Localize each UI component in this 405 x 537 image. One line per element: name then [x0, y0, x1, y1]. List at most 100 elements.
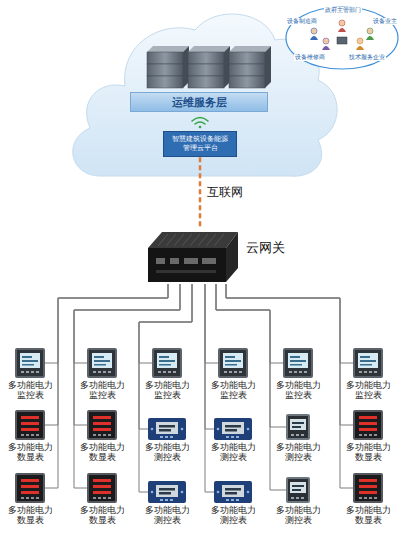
meter-part: [223, 353, 243, 368]
meter-label: 多功能电力 数显表: [77, 506, 127, 526]
meter-label: 多功能电力 测控表: [208, 443, 258, 463]
meter-part: [290, 482, 306, 493]
meter-part: [148, 418, 186, 440]
bus-wire: [45, 284, 168, 425]
person-head: [367, 28, 373, 34]
meter-part: [159, 488, 175, 491]
meter-part: [36, 497, 39, 499]
link-label: 互联网: [206, 185, 244, 199]
meter-part: [89, 350, 115, 376]
meter-part: [225, 360, 241, 362]
meter-part: [31, 434, 34, 436]
meter-drawing: [15, 410, 45, 440]
meter-part: [31, 497, 34, 499]
gateway-port: [156, 258, 165, 264]
server-top: [188, 46, 230, 52]
meter-device: 多功能电力 测控表: [148, 481, 186, 503]
meter-part: [15, 410, 45, 440]
meter-part: [236, 436, 239, 438]
meter-part: [359, 434, 362, 436]
meter-part: [163, 371, 166, 373]
meter-part: [247, 428, 250, 431]
person-body: [366, 36, 374, 40]
meter-part: [159, 356, 169, 358]
meter-device: 多功能电力 数显表: [87, 410, 117, 440]
meter-part: [103, 371, 106, 373]
meter-label: 多功能电力 监控表: [77, 381, 127, 401]
meter-drawing: [218, 348, 248, 378]
meter-part: [296, 434, 299, 436]
server-unit: [188, 64, 224, 76]
meter-part: [93, 497, 96, 499]
wifi-arc: [192, 118, 208, 122]
meter-part: [291, 497, 294, 499]
meter-part: [93, 479, 111, 482]
meter-part: [156, 485, 178, 497]
meter-device: 多功能电力 数显表: [87, 473, 117, 503]
meter-device: 多功能电力 监控表: [87, 348, 117, 378]
gateway-port: [170, 258, 179, 264]
server-unit: [229, 76, 265, 88]
meter-part: [289, 371, 292, 373]
meter-part: [229, 371, 232, 373]
meter-part: [220, 350, 246, 376]
meter-part: [360, 364, 372, 366]
meter-part: [369, 434, 372, 436]
meter-part: [159, 429, 171, 432]
role-label: 政府主管部门: [324, 7, 362, 14]
role-label: 设备维修商: [294, 54, 326, 61]
meter-drawing: [148, 418, 186, 440]
meter-part: [290, 419, 306, 430]
bus-wire: [74, 284, 180, 425]
meter-part: [222, 485, 244, 497]
meter-part: [21, 485, 39, 488]
meter-part: [21, 491, 39, 494]
meter-part: [93, 422, 111, 425]
server-unit: [229, 52, 265, 64]
server-unit: [188, 76, 224, 88]
gateway-port: [184, 258, 198, 264]
meter-part: [21, 434, 24, 436]
meter-part: [92, 353, 112, 368]
gateway-fin: [166, 234, 176, 246]
meter-label: 多功能电力 监控表: [208, 381, 258, 401]
meter-part: [292, 485, 304, 487]
meter-part: [359, 371, 362, 373]
meter-part: [353, 410, 383, 440]
meter-part: [353, 348, 383, 378]
person-body: [356, 46, 364, 50]
meter-label: 多功能电力 监控表: [273, 381, 323, 401]
meter-part: [286, 414, 310, 440]
meter-part: [359, 428, 377, 431]
meter-part: [160, 436, 163, 438]
meter-part: [26, 434, 29, 436]
server-unit: [229, 64, 265, 76]
meter-part: [21, 422, 39, 425]
meter-part: [159, 492, 171, 495]
meter-part: [108, 434, 111, 436]
meter-part: [36, 434, 39, 436]
person-head: [339, 20, 345, 26]
band-title: 运维服务层: [172, 95, 227, 110]
meter-part: [21, 371, 24, 373]
meter-device: 多功能电力 监控表: [218, 348, 248, 378]
meter-part: [17, 350, 43, 376]
meter-device: 多功能电力 测控表: [286, 414, 310, 440]
meter-part: [87, 410, 117, 440]
meter-part: [108, 371, 111, 373]
meter-part: [225, 488, 241, 491]
person-head: [323, 38, 329, 44]
meter-part: [359, 479, 377, 482]
meter-part: [170, 436, 173, 438]
bus-wire: [216, 284, 286, 427]
meter-part: [299, 371, 302, 373]
meter-part: [226, 499, 229, 501]
service-band: 运维服务层: [130, 92, 268, 112]
bus-wire: [139, 284, 192, 429]
meter-part: [369, 371, 372, 373]
meter-part: [296, 497, 299, 499]
server-stack: [147, 46, 189, 88]
meter-part: [156, 422, 178, 434]
gateway-top: [148, 232, 238, 248]
meter-part: [159, 360, 175, 362]
